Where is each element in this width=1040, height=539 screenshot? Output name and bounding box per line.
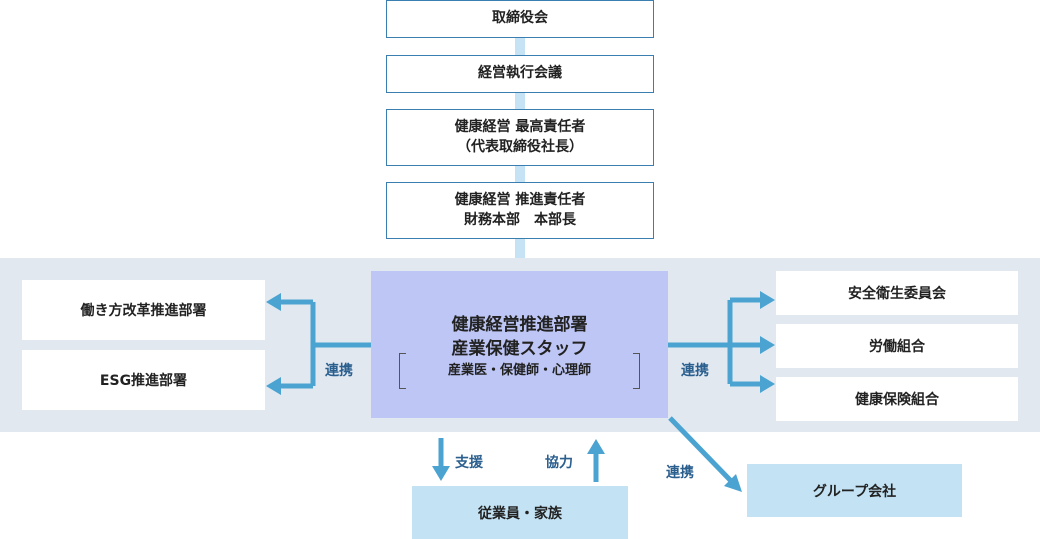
left-link-label: 連携 bbox=[325, 363, 353, 379]
health-promotion-dept-box: 健康経営推進部署 産業保健スタッフ 産業医・保健師・心理師 bbox=[371, 271, 668, 418]
right-box-safety-committee: 安全衛生委員会 bbox=[776, 271, 1018, 315]
right-box-health-insurance: 健康保険組合 bbox=[776, 377, 1018, 421]
arrow-head-left-2 bbox=[266, 377, 281, 395]
group-company-box: グループ会社 bbox=[747, 464, 962, 517]
management-meeting-box: 経営執行会議 bbox=[386, 55, 654, 93]
left-box-label: ESG推進部署 bbox=[99, 373, 188, 389]
chief-officer-box: 健康経営 最高責任者 （代表取締役社長） bbox=[386, 109, 654, 166]
employees-box: 従業員・家族 bbox=[412, 486, 628, 539]
promotion-officer-box: 健康経営 推進責任者 財務本部 本部長 bbox=[386, 182, 654, 239]
right-link-label: 連携 bbox=[681, 363, 709, 379]
cooperation-arrow-head bbox=[587, 439, 605, 454]
right-box-label: 労働組合 bbox=[869, 339, 925, 355]
group-arrow-line bbox=[668, 416, 734, 484]
right-connector-line bbox=[668, 297, 762, 387]
left-connector-line bbox=[280, 299, 371, 389]
chief-officer-title: 健康経営 最高責任者 bbox=[454, 118, 586, 135]
arrow-head-left-1 bbox=[266, 293, 281, 311]
chief-officer-role: （代表取締役社長） bbox=[457, 138, 583, 155]
left-box-work-style: 働き方改革推進部署 bbox=[22, 280, 265, 340]
board-box: 取締役会 bbox=[386, 0, 654, 38]
center-title-1: 健康経営推進部署 bbox=[451, 314, 588, 335]
arrow-head-right-3 bbox=[760, 375, 775, 393]
arrow-head-right-2 bbox=[760, 336, 775, 354]
right-box-label: 安全衛生委員会 bbox=[848, 286, 946, 302]
staff-label: 産業医・保健師・心理師 bbox=[447, 363, 591, 378]
group-arrow-head bbox=[724, 474, 742, 492]
right-box-label: 健康保険組合 bbox=[855, 392, 939, 408]
left-box-label: 働き方改革推進部署 bbox=[80, 303, 207, 319]
group-link-label: 連携 bbox=[666, 465, 694, 481]
group-company-label: グループ会社 bbox=[812, 483, 897, 500]
arrow-head-right-1 bbox=[760, 291, 775, 309]
center-title-2: 産業保健スタッフ bbox=[451, 338, 588, 359]
staff-bracket: 産業医・保健師・心理師 bbox=[399, 353, 640, 389]
employees-label: 従業員・家族 bbox=[478, 505, 562, 522]
support-arrow-head bbox=[432, 466, 450, 481]
cooperation-label: 協力 bbox=[545, 455, 573, 471]
promotion-officer-title: 健康経営 推進責任者 bbox=[454, 191, 586, 208]
promotion-officer-role: 財務本部 本部長 bbox=[464, 211, 576, 228]
board-label: 取締役会 bbox=[492, 10, 548, 27]
support-label: 支援 bbox=[455, 455, 483, 471]
right-box-labor-union: 労働組合 bbox=[776, 324, 1018, 368]
management-meeting-label: 経営執行会議 bbox=[478, 65, 562, 82]
left-box-esg: ESG推進部署 bbox=[22, 350, 265, 410]
